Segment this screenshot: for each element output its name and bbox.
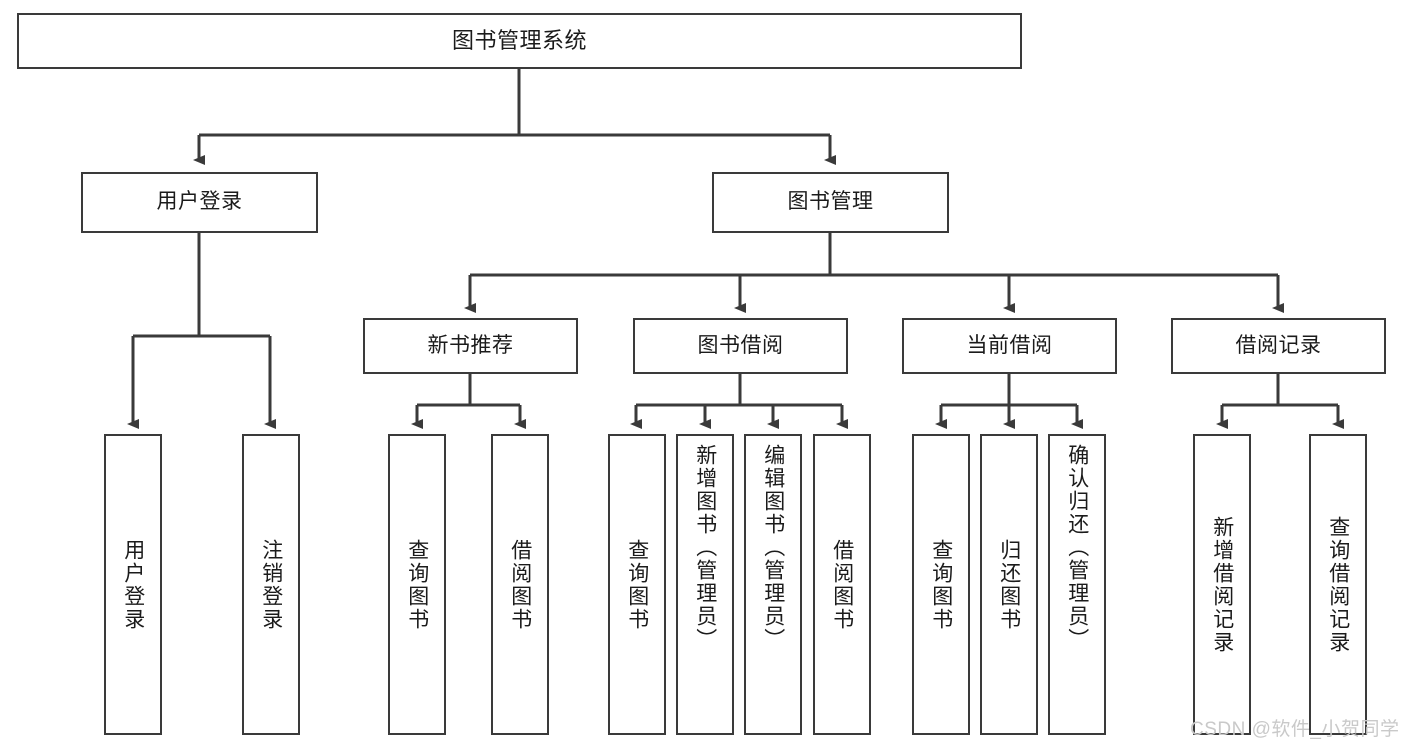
- node-leaf-return-book[interactable]: 归还图书: [980, 434, 1038, 735]
- node-leaf-query-book-3-label: 查询图书: [929, 538, 953, 631]
- node-leaf-borrow-book-1[interactable]: 借阅图书: [491, 434, 549, 735]
- node-new-book-recommend[interactable]: 新书推荐: [363, 318, 578, 374]
- node-book-borrow-label: 图书借阅: [697, 333, 784, 357]
- node-user-login[interactable]: 用户登录: [81, 172, 318, 233]
- node-root-label: 图书管理系统: [451, 28, 587, 54]
- node-leaf-borrow-book-2-label: 借阅图书: [830, 538, 854, 631]
- node-leaf-logout[interactable]: 注销登录: [242, 434, 300, 735]
- node-leaf-confirm-return-admin-label: 确认归还（管理员）: [1065, 444, 1089, 651]
- node-leaf-add-borrow-record-label: 新增借阅记录: [1210, 515, 1234, 654]
- node-leaf-user-login-label: 用户登录: [121, 538, 145, 631]
- node-leaf-query-borrow-record-label: 查询借阅记录: [1326, 515, 1350, 654]
- node-borrow-record-label: 借阅记录: [1235, 333, 1322, 357]
- node-leaf-add-book-admin[interactable]: 新增图书（管理员）: [676, 434, 734, 735]
- node-leaf-logout-label: 注销登录: [259, 538, 283, 631]
- node-leaf-edit-book-admin[interactable]: 编辑图书（管理员）: [744, 434, 802, 735]
- node-root[interactable]: 图书管理系统: [17, 13, 1022, 69]
- node-borrow-record[interactable]: 借阅记录: [1171, 318, 1386, 374]
- node-leaf-add-book-admin-label: 新增图书（管理员）: [693, 444, 717, 651]
- node-leaf-confirm-return-admin[interactable]: 确认归还（管理员）: [1048, 434, 1106, 735]
- node-leaf-query-book-2[interactable]: 查询图书: [608, 434, 666, 735]
- node-leaf-add-borrow-record[interactable]: 新增借阅记录: [1193, 434, 1251, 735]
- node-leaf-query-book-1-label: 查询图书: [405, 538, 429, 631]
- node-leaf-edit-book-admin-label: 编辑图书（管理员）: [761, 444, 785, 651]
- node-leaf-query-book-2-label: 查询图书: [625, 538, 649, 631]
- node-leaf-borrow-book-1-label: 借阅图书: [508, 538, 532, 631]
- node-user-login-label: 用户登录: [156, 190, 243, 214]
- node-book-management[interactable]: 图书管理: [712, 172, 949, 233]
- node-leaf-query-book-1[interactable]: 查询图书: [388, 434, 446, 735]
- node-current-borrow-label: 当前借阅: [966, 333, 1053, 357]
- node-leaf-query-book-3[interactable]: 查询图书: [912, 434, 970, 735]
- node-leaf-borrow-book-2[interactable]: 借阅图书: [813, 434, 871, 735]
- node-book-management-label: 图书管理: [787, 190, 874, 214]
- csdn-watermark: CSDN @软件_小贺同学: [1190, 719, 1400, 740]
- node-leaf-user-login[interactable]: 用户登录: [104, 434, 162, 735]
- node-leaf-return-book-label: 归还图书: [997, 538, 1021, 631]
- node-current-borrow[interactable]: 当前借阅: [902, 318, 1117, 374]
- node-new-book-recommend-label: 新书推荐: [427, 333, 514, 357]
- node-leaf-query-borrow-record[interactable]: 查询借阅记录: [1309, 434, 1367, 735]
- node-book-borrow[interactable]: 图书借阅: [633, 318, 848, 374]
